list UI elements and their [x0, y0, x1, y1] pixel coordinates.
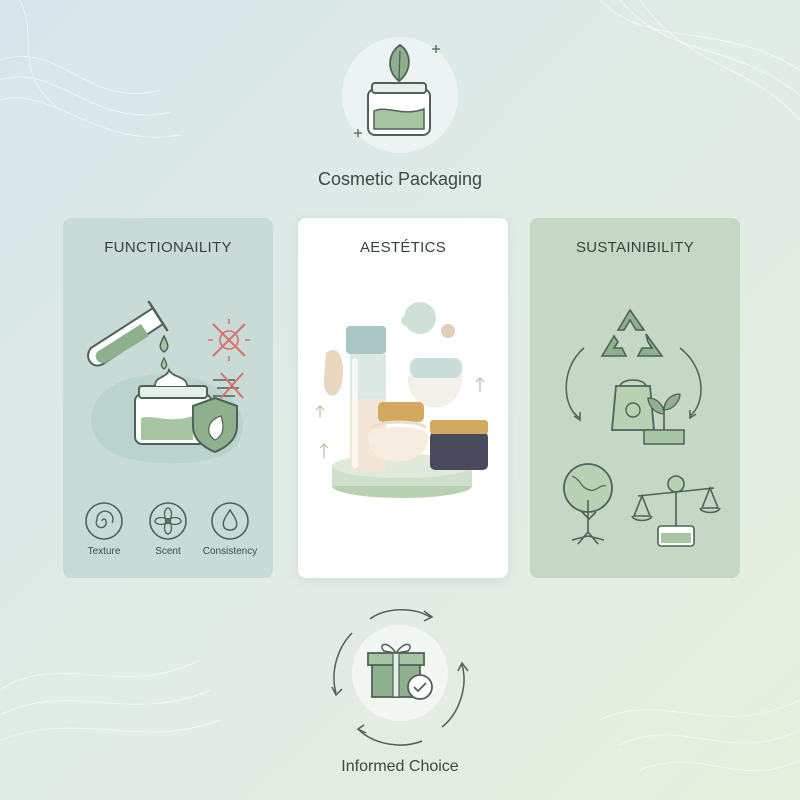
shield-leaf-icon	[192, 396, 238, 454]
seedling-icon	[643, 393, 685, 445]
aesthetics-title: AESTÉTICS	[359, 239, 447, 256]
recycle-icon	[600, 308, 664, 357]
no-sun-icon	[208, 319, 250, 361]
globe-tree-icon	[563, 463, 613, 545]
page-title: Cosmetic Packaging	[317, 169, 483, 189]
flower-icon	[149, 502, 187, 540]
functionality-card: FUNCTIONAILITY	[63, 218, 273, 578]
no-heat-icon	[213, 372, 244, 399]
recycled-bag-icon	[611, 379, 655, 431]
feature-label: Scent	[155, 546, 181, 557]
cream-jar-icon	[367, 402, 429, 462]
aesthetics-card: AESTÉTICS	[298, 218, 508, 578]
balance-scale-icon	[631, 475, 721, 547]
drop-icon	[211, 502, 249, 540]
droplet-icon	[159, 334, 169, 370]
gift-check-icon	[322, 595, 478, 751]
dark-jar-icon	[430, 420, 488, 470]
swirl-icon	[85, 502, 123, 540]
frosted-jar-icon	[407, 358, 463, 408]
leaf-jar-icon	[342, 37, 458, 153]
functionality-title: FUNCTIONAILITY	[104, 239, 232, 256]
test-tube-icon	[87, 300, 169, 367]
footer-title: Informed Choice	[341, 758, 459, 775]
feature-label: Consistency	[202, 546, 258, 557]
sustainability-card: SUSTAINIBILITY	[530, 218, 740, 578]
sustainability-title: SUSTAINIBILITY	[575, 239, 695, 256]
feature-label: Texture	[87, 546, 121, 557]
